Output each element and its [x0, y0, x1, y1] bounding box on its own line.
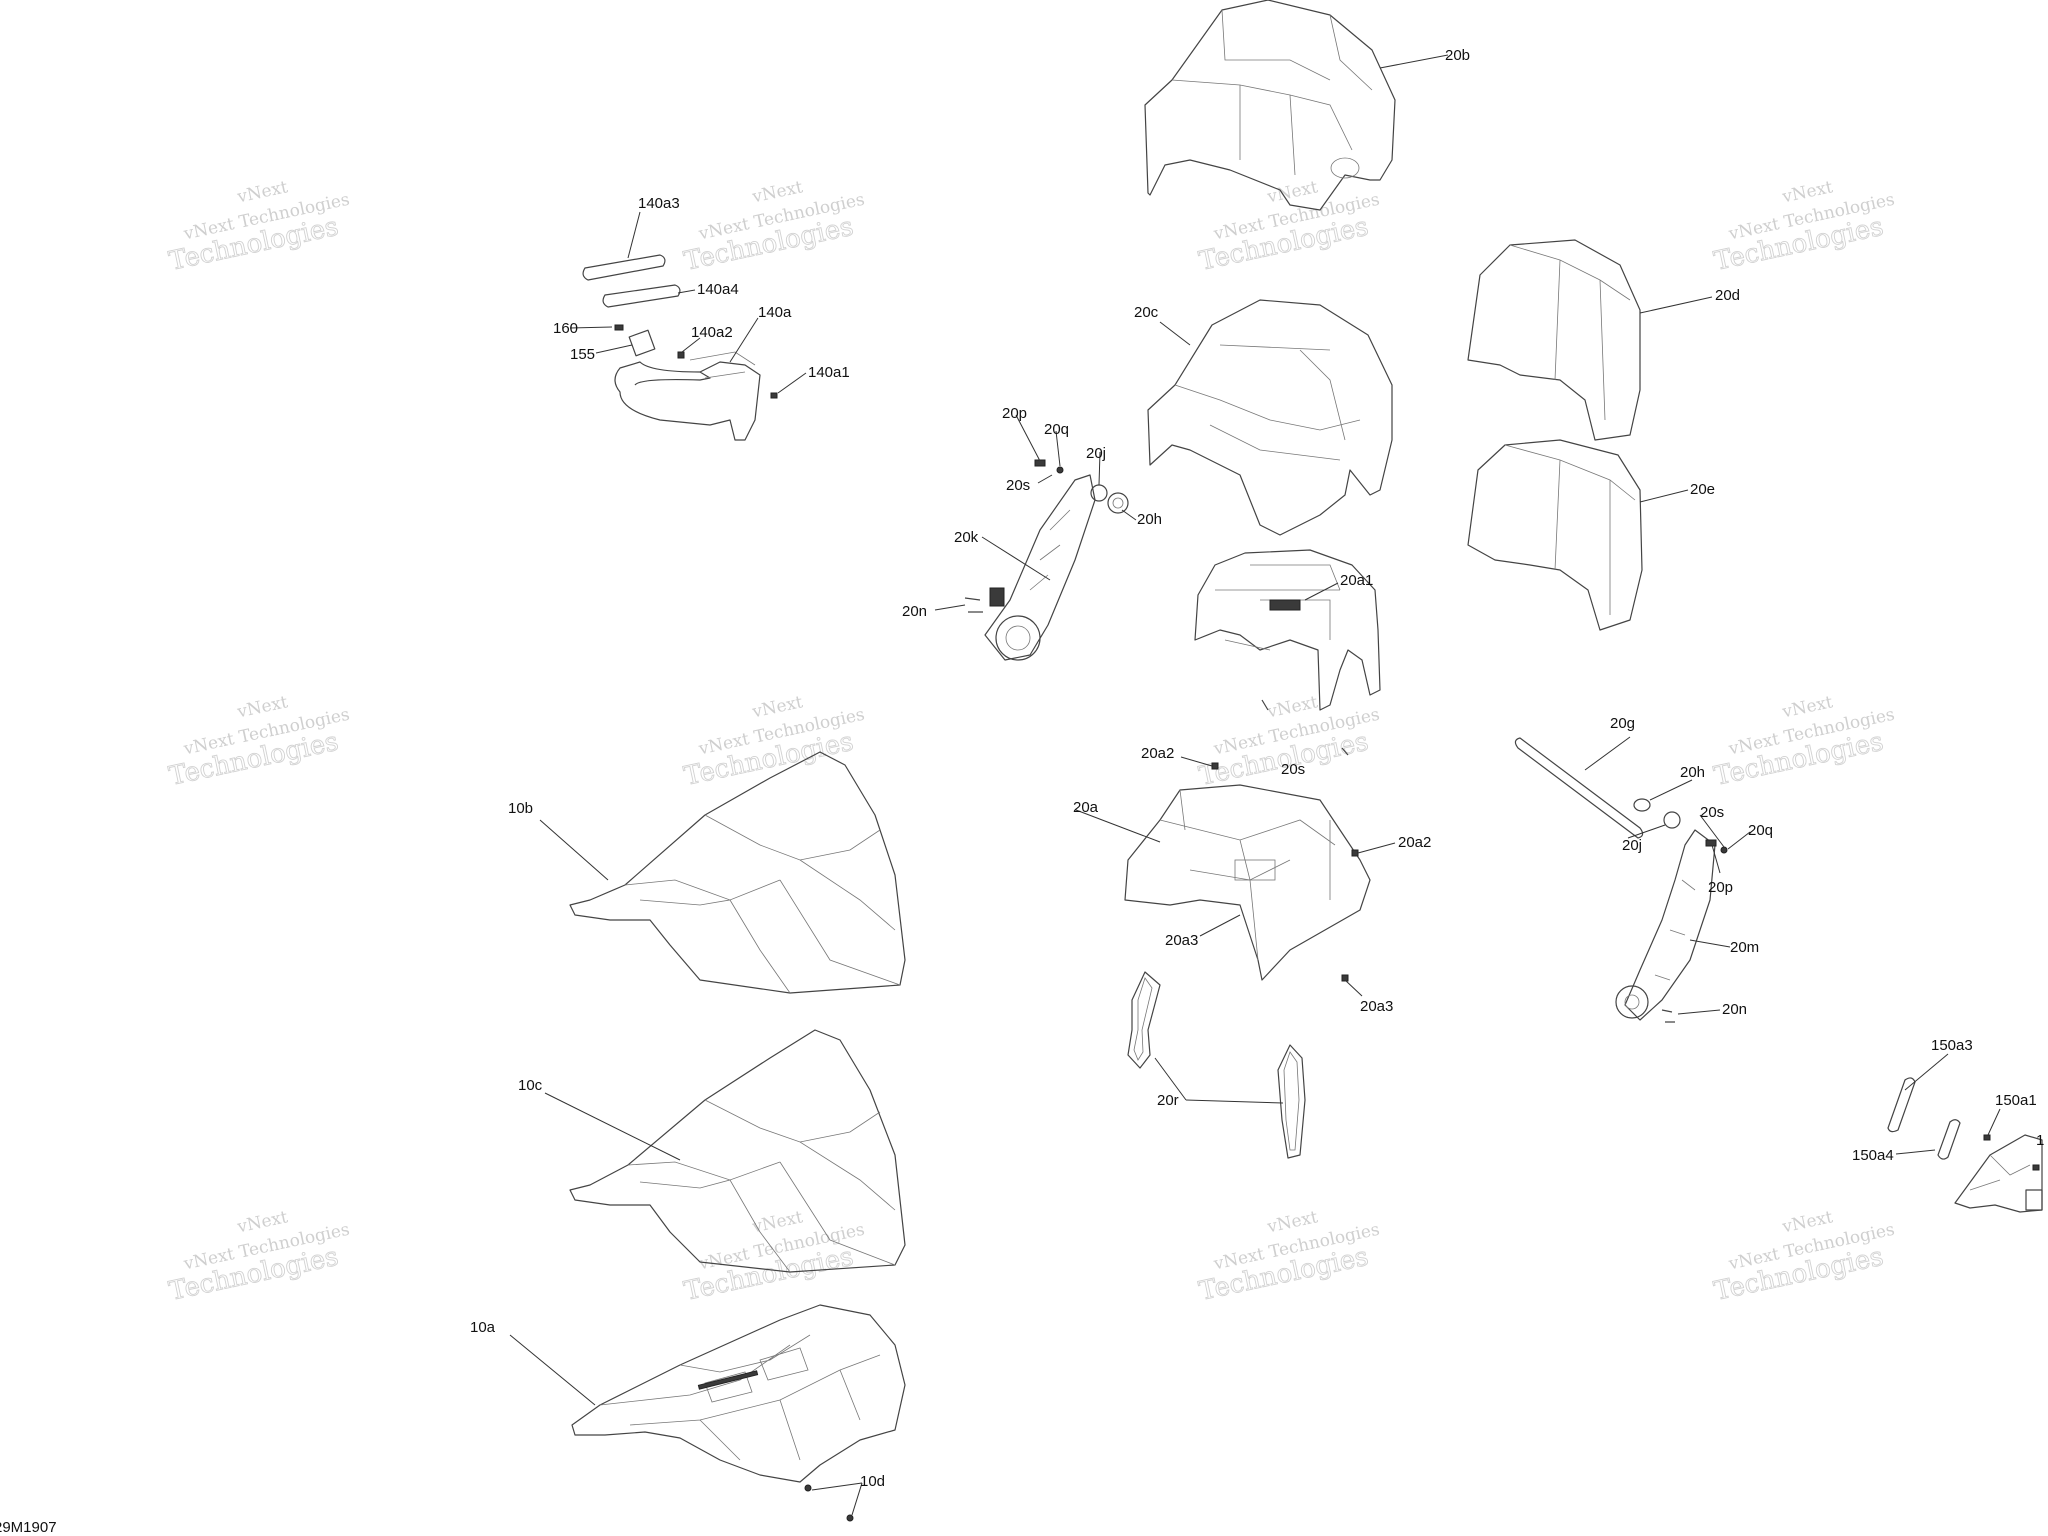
- callout-140a: 140a: [758, 304, 792, 321]
- callout-20a: 20a: [1073, 799, 1099, 816]
- callout-20a2-top: 20a2: [1141, 745, 1174, 762]
- watermark: vNext vNext Technologies Technologies: [1196, 177, 1381, 277]
- watermark: vNext vNext Technologies Technologies: [1711, 1207, 1896, 1307]
- callout-20s-left: 20s: [1006, 477, 1030, 494]
- screw-160: [614, 324, 624, 331]
- backrest-frame-20a1: [1194, 549, 1381, 711]
- callout-10d: 10d: [860, 1473, 885, 1490]
- watermark: vNext vNext Technologies Technologies: [1711, 177, 1896, 277]
- watermark: vNext vNext Technologies Technologies: [681, 1207, 866, 1307]
- callout-20q-left: 20q: [1044, 421, 1069, 438]
- handle-grip-140a3: [582, 254, 666, 281]
- watermark: vNext vNext Technologies Technologies: [166, 177, 351, 277]
- callout-10b: 10b: [508, 800, 533, 817]
- callout-20s-right: 20s: [1700, 804, 1724, 821]
- backrest-20c: [1147, 299, 1393, 536]
- callout-20p-right: 20p: [1708, 879, 1733, 896]
- callout-20j-left: 20j: [1086, 445, 1106, 462]
- callout-20n-left: 20n: [902, 603, 927, 620]
- handle-grip-150a3: [1887, 1077, 1916, 1133]
- callout-150a1: 150a1: [1995, 1092, 2037, 1109]
- callout-20s-center: 20s: [1281, 761, 1305, 778]
- callout-20m: 20m: [1730, 939, 1759, 956]
- handle-grip-150a4: [1937, 1119, 1961, 1160]
- callout-20k: 20k: [954, 529, 979, 546]
- callout-1: 1: [2036, 1132, 2044, 1149]
- watermark: vNext vNext Technologies Technologies: [166, 692, 351, 792]
- callout-140a4: 140a4: [697, 281, 739, 298]
- seat-base-10a: [509, 1304, 906, 1522]
- callout-20d: 20d: [1715, 287, 1740, 304]
- diagram-code: 29M1907: [0, 1519, 57, 1536]
- callout-20a3-left: 20a3: [1165, 932, 1198, 949]
- callout-150a4: 150a4: [1852, 1147, 1894, 1164]
- watermark: vNext vNext Technologies Technologies: [681, 692, 866, 792]
- screw-140a1: [770, 392, 778, 399]
- handle-cover-155: [628, 329, 656, 357]
- seal-strips-20r: [1127, 971, 1306, 1159]
- callout-20c: 20c: [1134, 304, 1159, 321]
- callout-20h-right: 20h: [1680, 764, 1705, 781]
- backrest-20b: [1144, 0, 1449, 211]
- callout-140a3: 140a3: [638, 195, 680, 212]
- handle-140a: [614, 361, 761, 441]
- callout-20h-left: 20h: [1137, 511, 1162, 528]
- grab-handle-assembly: [569, 211, 807, 441]
- backrest-20e: [1467, 439, 1689, 631]
- callout-160: 160: [553, 320, 578, 337]
- callout-10a: 10a: [470, 1319, 496, 1336]
- callout-155: 155: [570, 346, 595, 363]
- callout-20n-right: 20n: [1722, 1001, 1747, 1018]
- hinge-right-20m: [1514, 736, 1751, 1023]
- seat-base-20a: [1075, 699, 1396, 997]
- nut-140a2: [677, 351, 685, 359]
- callout-150a3: 150a3: [1931, 1037, 1973, 1054]
- hinge-rod-20g: [1514, 737, 1644, 839]
- callout-20b: 20b: [1445, 47, 1470, 64]
- callout-140a1: 140a1: [808, 364, 850, 381]
- callout-20j-right: 20j: [1622, 837, 1642, 854]
- backrest-20d: [1467, 239, 1713, 441]
- callout-20p-left: 20p: [1002, 405, 1027, 422]
- callout-labels: 140a3 140a4 140a 160 140a2 155 140a1 20b…: [0, 47, 2044, 1536]
- callout-10c: 10c: [518, 1077, 543, 1094]
- handle-grip-140a4: [602, 284, 681, 308]
- seat-10c: [544, 1029, 906, 1273]
- watermark-group: vNext vNext Technologies Technologies vN…: [166, 177, 1896, 1307]
- callout-20a1: 20a1: [1340, 572, 1373, 589]
- callout-20a3-right: 20a3: [1360, 998, 1393, 1015]
- callout-140a2: 140a2: [691, 324, 733, 341]
- watermark: vNext vNext Technologies Technologies: [1196, 1207, 1381, 1307]
- callout-20g: 20g: [1610, 715, 1635, 732]
- watermark: vNext vNext Technologies Technologies: [1711, 692, 1896, 792]
- callout-20r: 20r: [1157, 1092, 1179, 1109]
- hinge-left-20k: [934, 414, 1137, 661]
- watermark: vNext vNext Technologies Technologies: [166, 1207, 351, 1307]
- callout-20a2-right: 20a2: [1398, 834, 1431, 851]
- watermark: vNext vNext Technologies Technologies: [681, 177, 866, 277]
- callout-20q-right: 20q: [1748, 822, 1773, 839]
- seat-10b: [539, 751, 906, 994]
- grab-handle-150a: [1887, 1053, 2043, 1213]
- callout-20e: 20e: [1690, 481, 1715, 498]
